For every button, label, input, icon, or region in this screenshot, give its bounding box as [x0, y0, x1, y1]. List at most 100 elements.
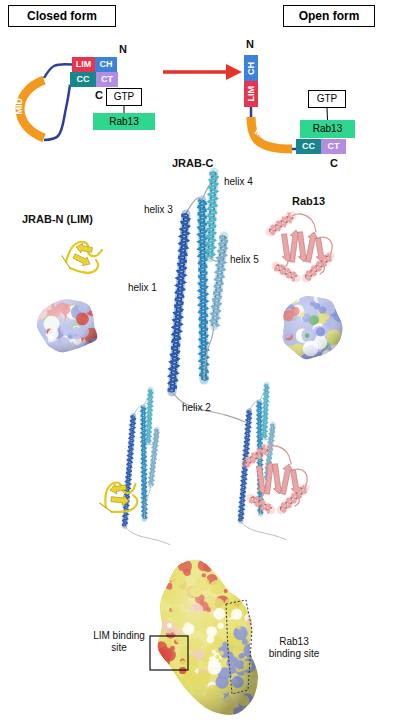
surface-patch [336, 303, 348, 315]
helix-front [275, 265, 295, 281]
surface-patch [154, 681, 168, 695]
beta-strand [306, 232, 318, 262]
node-label: MID [15, 98, 24, 115]
surface-patch [33, 296, 42, 305]
surface-patch [221, 573, 227, 579]
surface-patch [41, 345, 47, 351]
gtp-box: GTP [308, 90, 346, 108]
surface-patch [31, 342, 43, 354]
surface-patch [213, 556, 222, 565]
lim-surface [31, 295, 103, 358]
helix-front [262, 385, 269, 438]
beta-strand [73, 254, 90, 266]
surface-patch [157, 591, 161, 595]
rab13-surface [279, 290, 349, 363]
surface-patch [221, 567, 236, 582]
cc-domain: CC [70, 72, 96, 87]
coil-loop [125, 526, 170, 545]
surface-patch [216, 557, 227, 568]
rab13-ribbon [245, 446, 307, 513]
coil-loop [100, 501, 112, 515]
coil-loop [320, 262, 324, 274]
coil-loop [293, 469, 307, 488]
surface-patch [162, 570, 171, 579]
transition-arrow [163, 70, 228, 74]
surface-patch [173, 701, 188, 716]
coil-loop [62, 256, 70, 268]
lim-ribbon [95, 476, 143, 519]
node-label: CH [247, 62, 256, 75]
surface-patch [243, 554, 258, 569]
surface-patches [31, 295, 103, 358]
helix-front [149, 429, 159, 485]
surface-patch [165, 695, 177, 707]
surface-patch [243, 576, 250, 583]
coil-loop [295, 494, 299, 506]
structure-title: JRAB-N (LIM) [22, 213, 93, 226]
node-label: GTP [317, 94, 338, 104]
helix-label: helix 1 [128, 282, 157, 294]
surface-patch [231, 581, 247, 597]
surface-patch [226, 569, 238, 581]
transition-arrowhead [226, 64, 242, 80]
coil-loop [172, 392, 245, 422]
rab13-ribbon [270, 214, 332, 281]
ct-domain: CT [321, 139, 346, 154]
terminus-label: C [330, 157, 338, 170]
node-label: GTP [114, 92, 135, 102]
backbone-line [44, 85, 70, 140]
surface-patch [90, 347, 98, 355]
surface-patch [279, 300, 288, 309]
surface-patch [226, 576, 236, 586]
node-label: Closed form [27, 10, 97, 22]
terminus-label: N [119, 43, 127, 56]
surface-base [158, 560, 258, 715]
surface-patch [152, 680, 167, 695]
jrab-c-ribbon [239, 385, 286, 540]
surface-patch [234, 556, 249, 571]
site-label: LIM binding site [88, 630, 150, 653]
gtp-box: GTP [106, 88, 142, 106]
surface-patch [289, 297, 293, 301]
surface-patch [194, 703, 202, 711]
surface-patch [174, 700, 189, 715]
helix-front [306, 254, 331, 280]
surface-patch [250, 614, 254, 618]
helix-label: helix 3 [144, 204, 173, 216]
helix-front [169, 214, 190, 392]
node-label: Open form [299, 10, 360, 22]
surface-patch [35, 344, 41, 350]
surface-patch [237, 583, 250, 596]
surface-patch [253, 630, 260, 637]
binding-line [124, 106, 125, 113]
node-label: Rab13 [109, 117, 138, 127]
surface-patch [170, 706, 175, 711]
binding-site-box [150, 636, 188, 670]
coil-loop [204, 326, 214, 380]
helix-front [245, 446, 266, 467]
surface-patch [253, 588, 260, 595]
surface-patch [211, 558, 226, 573]
lim-domain: LIM [72, 57, 95, 72]
site-label: Rab13 binding site [262, 636, 326, 659]
node-label: Rab13 [313, 124, 342, 134]
terminus-label: N [246, 38, 254, 51]
surface-patch [160, 677, 166, 683]
surface-patch [164, 573, 168, 577]
rab13-box: Rab13 [300, 120, 355, 138]
form-title-box: Closed form [8, 5, 116, 27]
helix-front [146, 390, 153, 443]
backbone-line [250, 107, 253, 117]
cc-domain: CC [296, 139, 321, 154]
mid-domain: MID [12, 78, 52, 140]
surface-patches [279, 290, 349, 363]
structure-title: Rab13 [292, 195, 325, 208]
surface-patch [155, 665, 171, 681]
coil-loop [255, 494, 263, 499]
surface-patch [152, 702, 166, 716]
surface-patch [164, 687, 180, 703]
helix-front [250, 497, 270, 513]
surface-patch [250, 579, 260, 589]
